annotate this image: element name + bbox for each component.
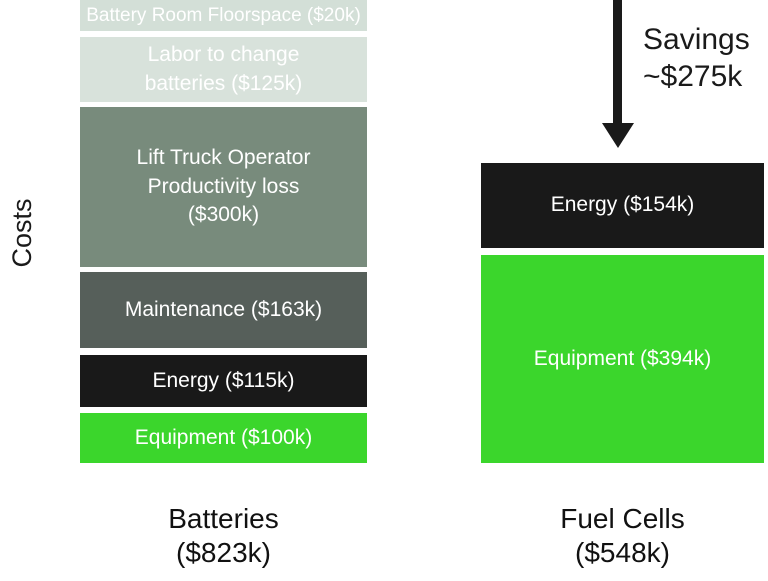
segment-energy-fuel-cells: Energy ($154k) [481,163,764,248]
segment-label: Maintenance ($163k) [124,297,323,321]
batteries-category-label: Batteries ($823k) [80,502,367,570]
segment-labor-to-change-batteries: Labor to change batteries ($125k) [80,37,367,102]
segment-label: Equipment ($100k) [134,425,313,449]
savings-line2: ~$275k [643,60,743,93]
segment-maintenance-batteries: Maintenance ($163k) [80,272,367,348]
down-arrow-icon [613,0,622,124]
category-total: ($548k) [575,537,670,568]
savings-annotation: Savings ~$275k [643,21,768,95]
fuel-cells-category-label: Fuel Cells ($548k) [481,502,764,570]
segment-label: Energy ($115k) [152,368,295,392]
savings-line1: Savings [643,23,750,56]
category-name: Fuel Cells [560,503,685,534]
segment-label: Lift Truck Operator Productivity loss ($… [136,146,311,227]
category-name: Batteries [168,503,279,534]
y-axis-label: Costs [7,198,37,268]
segment-battery-room-floorspace: Battery Room Floorspace ($20k) [80,0,367,31]
segment-label: Energy ($154k) [550,193,695,217]
segment-label: Battery Room Floorspace ($20k) [86,4,361,26]
segment-label: Labor to change batteries ($125k) [144,43,303,95]
segment-equipment-fuel-cells: Equipment ($394k) [481,255,764,463]
segment-lift-truck-productivity-loss: Lift Truck Operator Productivity loss ($… [80,107,367,267]
segment-label: Equipment ($394k) [533,346,712,370]
down-arrow-head-icon [602,123,634,148]
category-total: ($823k) [176,537,271,568]
segment-energy-batteries: Energy ($115k) [80,355,367,407]
segment-equipment-batteries: Equipment ($100k) [80,413,367,463]
